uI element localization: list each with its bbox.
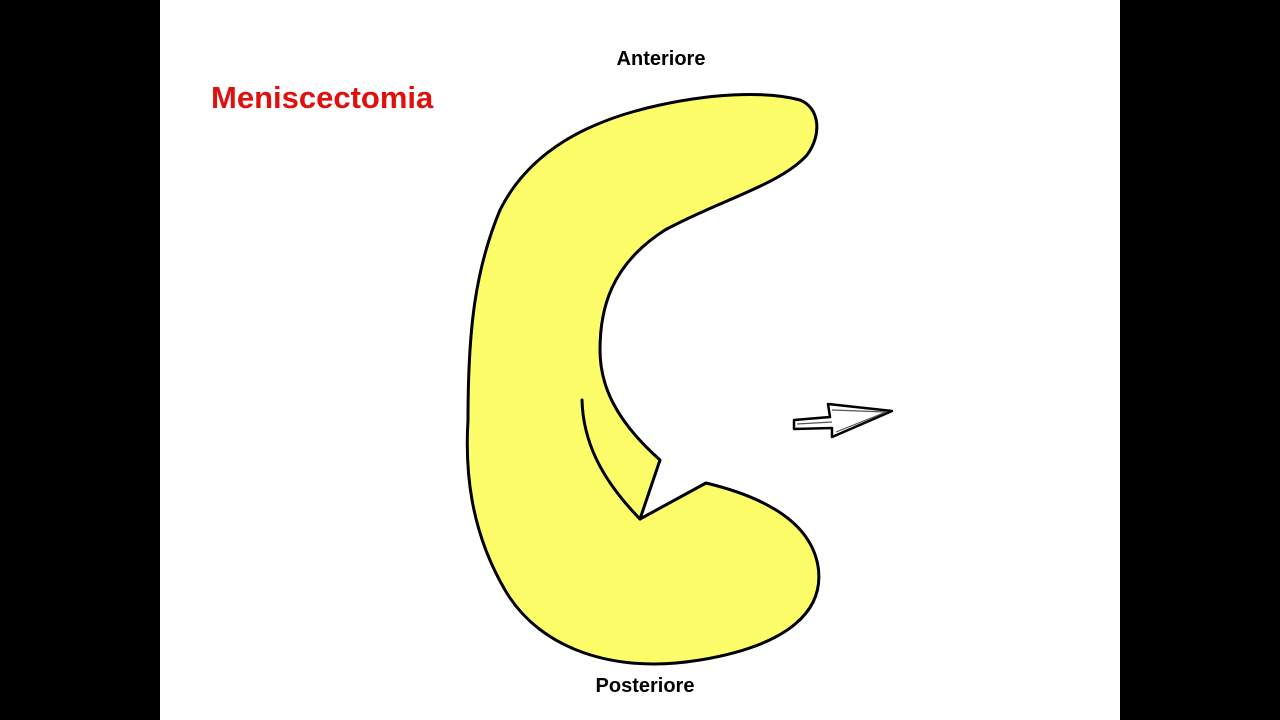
meniscus-shape	[465, 93, 821, 666]
resection-line	[580, 398, 642, 521]
meniscus-diagram	[465, 93, 894, 666]
label-anterior: Anteriore	[616, 48, 706, 70]
label-posterior: Posteriore	[595, 675, 695, 697]
slide-title: Meniscectomia	[211, 80, 434, 115]
slide: Meniscectomia Anteriore Posteriore	[160, 0, 1120, 720]
right-arrow-icon	[792, 402, 894, 439]
